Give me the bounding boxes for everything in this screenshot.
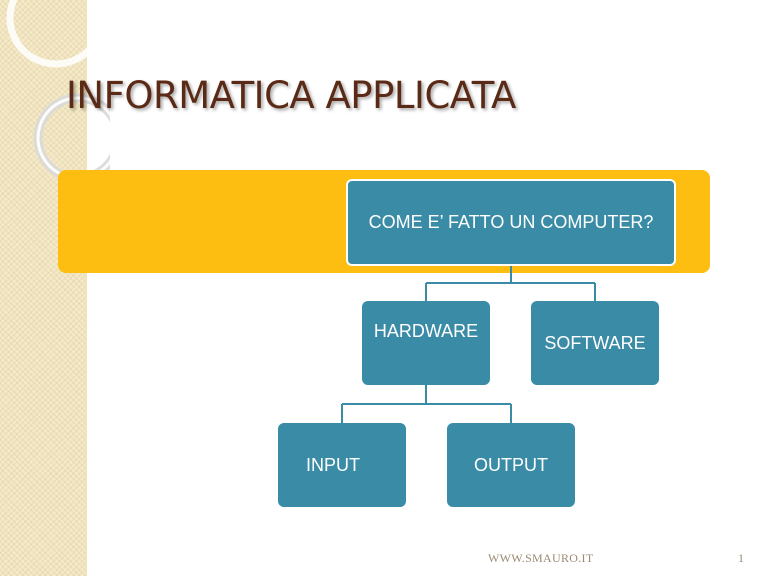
connector-hardware-children [341, 385, 512, 423]
node-output: OUTPUT [447, 423, 575, 507]
node-root-label: COME E’ FATTO UN COMPUTER? [368, 212, 654, 232]
node-input: INPUT [278, 423, 406, 507]
slide-page-number: 1 [738, 551, 744, 565]
node-root-question: COME E’ FATTO UN COMPUTER? [346, 179, 676, 266]
slide-title: INFORMATICA APPLICATA [66, 74, 516, 117]
node-hardware: HARDWARE [362, 301, 490, 385]
node-input-label: INPUT [306, 454, 360, 475]
node-software: SOFTWARE [531, 301, 659, 385]
slide-footer: WWW.SMAURO.IT [488, 551, 594, 565]
side-band-edge [85, 0, 87, 576]
connector-root-children [425, 266, 596, 301]
node-output-label: OUTPUT [474, 454, 548, 475]
node-hardware-label: HARDWARE [373, 321, 479, 341]
node-software-label: SOFTWARE [544, 332, 646, 353]
